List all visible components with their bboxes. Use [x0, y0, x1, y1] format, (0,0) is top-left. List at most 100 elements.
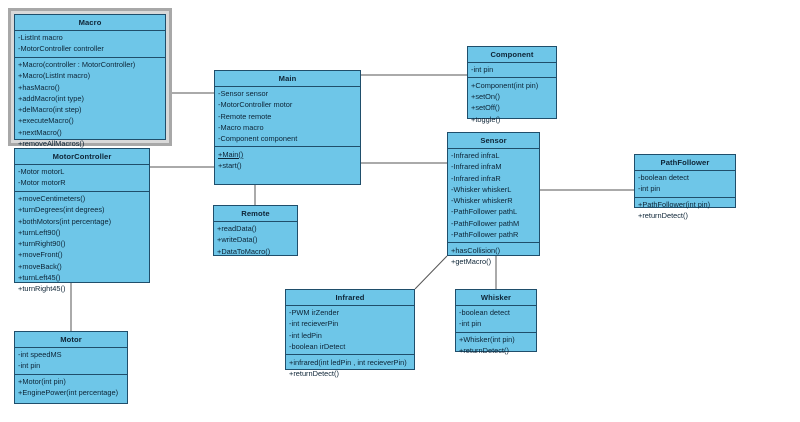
uml-class-sensor[interactable]: Sensor-Infrared infraL-Infrared infraM-I… [447, 132, 540, 266]
method: +infrared(int ledPin , int recieverPin) [289, 357, 407, 367]
attributes-compartment-sensor: -Infrared infraL-Infrared infraM-Infrare… [448, 149, 539, 244]
connector-sensor-infrared[interactable] [414, 255, 448, 290]
method: +start() [218, 161, 242, 171]
class-name-remote: Remote [214, 206, 297, 222]
methods-compartment-motor: +Motor(int pin)+EnginePower(int percenta… [15, 375, 127, 401]
methods-compartment-component: +Component(int pin)+setOn()+setOff()+tog… [468, 78, 556, 127]
method: +Component(int pin) [471, 80, 539, 90]
attribute: -Motor motorL [18, 167, 65, 177]
attributes-compartment-main: -Sensor sensor-MotorController motor-Rem… [215, 87, 360, 148]
methods-compartment-main: +Main() +start() [215, 147, 360, 173]
attributes-compartment-macro: -ListInt macro-MotorController controlle… [15, 31, 165, 58]
method: +turnDegrees(int degrees) [18, 205, 105, 215]
methods-compartment-whisker: +Whisker(int pin)+returnDetect() [456, 333, 536, 359]
method: +Whisker(int pin) [459, 335, 515, 345]
attributes-compartment-motor: -int speedMS-int pin [15, 348, 127, 375]
attribute: -ListInt macro [18, 33, 63, 43]
attribute: -MotorController controller [18, 44, 104, 54]
attribute: -Remote remote [218, 111, 272, 121]
attribute: -Component component [218, 134, 298, 144]
method: +Main() [218, 149, 244, 159]
method: +getMacro() [451, 256, 492, 266]
method: +returnDetect() [289, 368, 339, 378]
method: +Macro(ListInt macro) [18, 71, 91, 81]
uml-class-pathfollower[interactable]: PathFollower -boolean detect-int pin +Path… [634, 154, 736, 220]
method: +setOff() [471, 103, 500, 113]
attribute: -int speedMS [18, 350, 62, 360]
attribute: -Infrared infraM [451, 162, 502, 172]
attributes-compartment-whisker: -boolean detect-int pin [456, 306, 536, 333]
attributes-compartment-component: -int pin [468, 63, 556, 79]
method: +hasMacro() [18, 82, 60, 92]
method: +Motor(int pin) [18, 377, 66, 387]
method: +returnDetect() [459, 346, 509, 356]
method: +turnLeft90() [18, 227, 61, 237]
uml-class-motor[interactable]: Motor-int speedMS-int pin+Motor(int pin)… [14, 331, 128, 404]
methods-compartment-macro: +Macro(controller : MotorController)+Mac… [15, 58, 165, 152]
attribute: -PathFollower pathL [451, 207, 518, 217]
method: +moveFront() [18, 250, 63, 260]
attribute: -int pin [638, 184, 661, 194]
method: +hasCollision() [451, 245, 501, 255]
uml-class-infrared[interactable]: Infrared -PWM irZender-int recieverPin-in… [285, 289, 415, 378]
method: +setOn() [471, 92, 500, 102]
attribute: -Macro macro [218, 122, 264, 132]
method: +writeData() [217, 235, 258, 245]
method: +removeAllMacros() [18, 138, 85, 148]
method: +addMacro(int type) [18, 93, 84, 103]
uml-class-motorcontroller[interactable]: MotorController-Motor motorL-Motor motor… [14, 148, 150, 293]
method: +moveBack() [18, 261, 62, 271]
attribute: -boolean detect [459, 308, 510, 318]
methods-compartment-sensor: +hasCollision()+getMacro() [448, 243, 539, 269]
method: +turnRight90() [18, 239, 66, 249]
class-name-infrared: Infrared [286, 290, 414, 306]
attribute: -int pin [459, 319, 482, 329]
attribute: -int ledPin [289, 330, 322, 340]
attribute: -boolean irDetect [289, 341, 346, 351]
class-name-whisker: Whisker [456, 290, 536, 306]
class-name-main: Main [215, 71, 360, 87]
attribute: -Infrared infraL [451, 151, 500, 161]
methods-compartment-pathfollower: +PathFollower(int pin)+returnDetect() [635, 198, 735, 224]
uml-class-component[interactable]: Component -int pin +Component(int pin) +set… [467, 46, 557, 124]
attribute: -Motor motorR [18, 178, 66, 188]
attribute: -PathFollower pathR [451, 229, 519, 239]
method: +moveCentimeters() [18, 194, 86, 204]
attribute: -Sensor sensor [218, 89, 269, 99]
attributes-compartment-motorcontroller: -Motor motorL-Motor motorR [15, 165, 149, 192]
method: +bothMotors(int percentage) [18, 216, 112, 226]
attribute: -Whisker whiskerR [451, 196, 513, 206]
uml-class-remote[interactable]: Remote+readData()+writeData()+DataToMacr… [213, 205, 298, 256]
attribute: -int recieverPin [289, 319, 339, 329]
method: +nextMacro() [18, 127, 62, 137]
methods-compartment-remote: +readData()+writeData()+DataToMacro() [214, 222, 297, 259]
methods-compartment-infrared: +infrared(int ledPin , int recieverPin)+… [286, 355, 414, 381]
attribute: -boolean detect [638, 173, 689, 183]
attribute: -int pin [18, 361, 41, 371]
method: +turnLeft45() [18, 272, 61, 282]
method: +PathFollower(int pin) [638, 200, 711, 210]
class-name-component: Component [468, 47, 556, 63]
attribute: -PathFollower pathM [451, 218, 520, 228]
class-name-pathfollower: PathFollower [635, 155, 735, 171]
class-name-macro: Macro [15, 15, 165, 31]
uml-class-main[interactable]: Main-Sensor sensor-MotorController motor… [214, 70, 361, 185]
method: +Macro(controller : MotorController) [18, 60, 136, 70]
method: +turnRight45() [18, 284, 66, 294]
class-name-sensor: Sensor [448, 133, 539, 149]
attribute: -PWM irZender [289, 308, 340, 318]
attribute: -Whisker whiskerL [451, 184, 512, 194]
methods-compartment-motorcontroller: +moveCentimeters()+turnDegrees(int degre… [15, 192, 149, 297]
method: +EnginePower(int percentage) [18, 388, 119, 398]
attribute: -MotorController motor [218, 100, 293, 110]
uml-class-whisker[interactable]: Whisker-boolean detect-int pin+Whisker(i… [455, 289, 537, 355]
attribute: -int pin [471, 65, 494, 75]
method: +executeMacro() [18, 116, 74, 126]
method: +returnDetect() [638, 211, 688, 221]
class-name-motorcontroller: MotorController [15, 149, 149, 165]
method: +delMacro(int step) [18, 105, 82, 115]
class-name-motor: Motor [15, 332, 127, 348]
uml-class-macro[interactable]: Macro-ListInt macro-MotorController cont… [14, 14, 166, 148]
